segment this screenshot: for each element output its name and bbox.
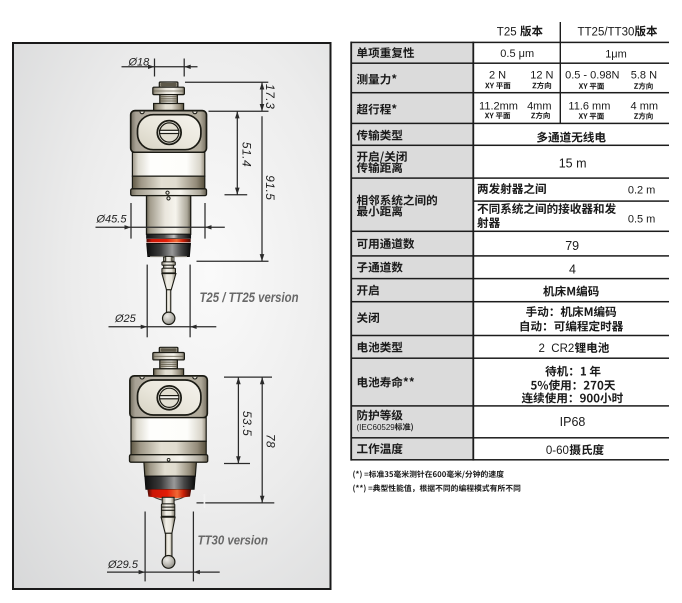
svg-text:TT30 version: TT30 version — [198, 532, 269, 547]
svg-text:TT25/TT30: TT25/TT30 — [578, 26, 635, 38]
svg-text:53.5: 53.5 — [240, 411, 254, 436]
svg-text:0.2 m: 0.2 m — [628, 184, 656, 196]
svg-text:2 N: 2 N — [489, 69, 506, 81]
svg-text:0.5 m: 0.5 m — [628, 214, 656, 226]
svg-text:17.3: 17.3 — [263, 84, 277, 109]
svg-text:T25 / TT25 version: T25 / TT25 version — [200, 290, 299, 306]
svg-text:Ø25: Ø25 — [114, 313, 137, 325]
svg-text:79: 79 — [565, 239, 579, 253]
svg-text:Ø45.5: Ø45.5 — [96, 213, 128, 225]
svg-text:2 CR2: 2 CR2 — [539, 343, 575, 355]
svg-text:5.8 N: 5.8 N — [631, 70, 657, 82]
svg-text:12 N: 12 N — [530, 69, 553, 81]
svg-text:15 m: 15 m — [559, 157, 587, 171]
svg-text:IP68: IP68 — [560, 415, 586, 429]
svg-text:1μm: 1μm — [605, 48, 627, 60]
svg-text:0.5 - 0.98N: 0.5 - 0.98N — [565, 70, 619, 82]
svg-text:11.2mm: 11.2mm — [479, 101, 518, 113]
svg-text:0-60: 0-60 — [546, 445, 569, 457]
svg-text:Ø18: Ø18 — [128, 56, 151, 68]
svg-text:51.4: 51.4 — [240, 142, 254, 167]
svg-text:T25: T25 — [497, 26, 517, 38]
svg-text:11.6 mm: 11.6 mm — [568, 101, 610, 113]
svg-text:4: 4 — [569, 262, 576, 276]
svg-text:(IEC60529: (IEC60529 — [357, 423, 396, 432]
svg-text:Ø29.5: Ø29.5 — [107, 559, 139, 571]
svg-text:91.5: 91.5 — [263, 175, 277, 200]
svg-text:78: 78 — [264, 434, 278, 448]
svg-text:4mm: 4mm — [527, 101, 551, 113]
svg-text:0.5 μm: 0.5 μm — [500, 48, 534, 60]
svg-text:4 mm: 4 mm — [631, 101, 659, 113]
